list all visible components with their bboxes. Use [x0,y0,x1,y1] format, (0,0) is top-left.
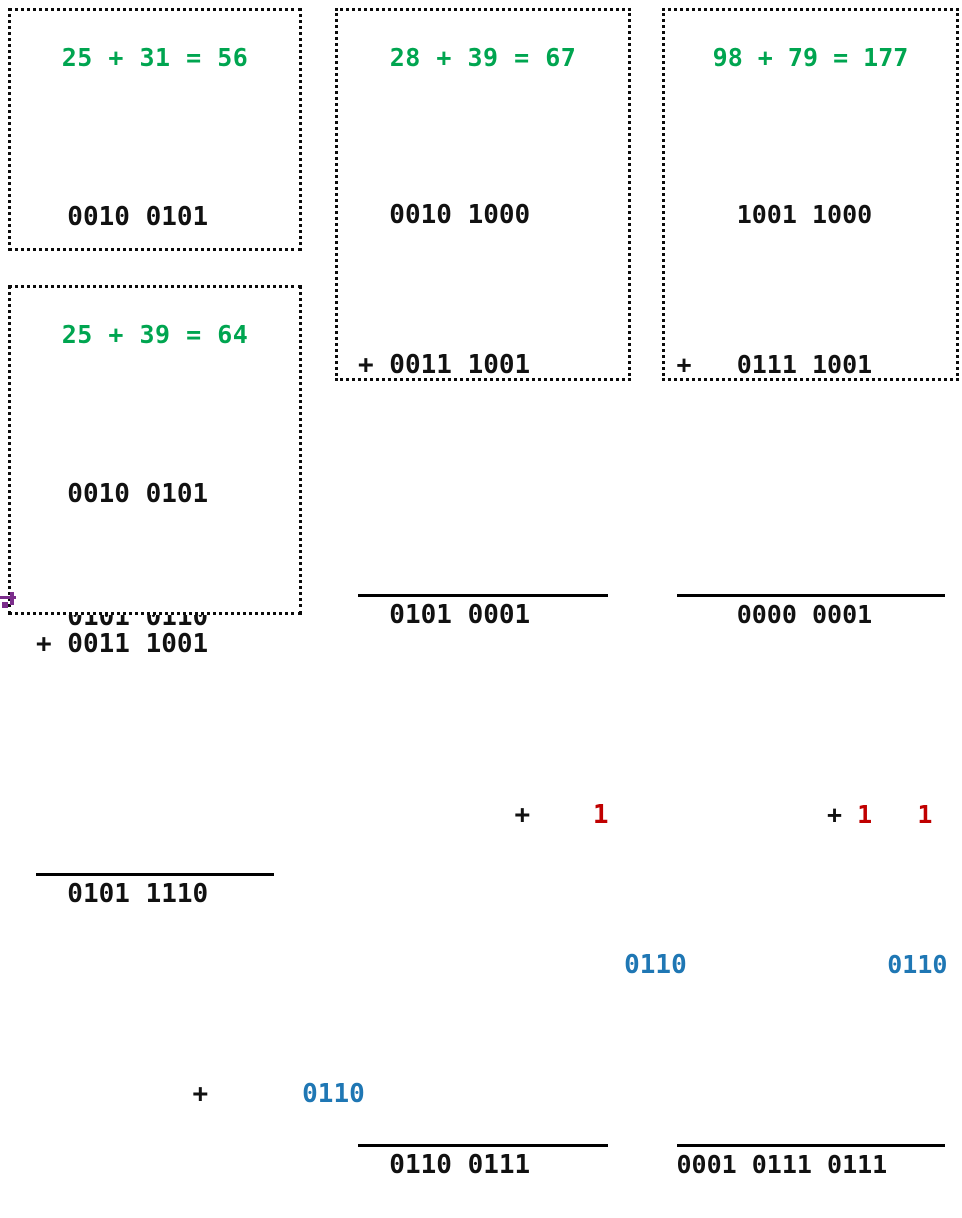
operand-b-row-3: + 0011 1001 [358,350,531,380]
carry-padding [546,800,593,830]
correction-row-3: 0110 [358,890,687,980]
example-box-1: 25 + 31 = 56 0010 0101 + 0011 0001 0101 … [8,8,302,632]
example-box-2: 25 + 39 = 64 0010 0101 + 0011 1001 0101 … [8,285,365,1109]
carry-padding [872,800,917,829]
correction-padding [224,1079,302,1109]
operand-a-row-4: 1001 1000 [676,200,873,229]
example-box-4-inner: 98 + 79 = 177 1001 1000 + 0111 1001 0000… [665,43,956,1179]
horizontal-rule [358,1144,608,1147]
carry-row-3: + 1 [358,740,609,830]
bcd-calculation-4: 1001 1000 + 0111 1001 0000 0001 + 1 1 01… [676,90,947,1218]
decimal-equation-3: 28 + 39 = 67 [389,43,577,72]
correction-padding [515,950,625,980]
operand-b-row-4: + 0111 1001 [676,350,873,379]
correction-value-4: 0110 0110 [887,950,948,979]
horizontal-rule [36,873,274,876]
final-result-row-4: 0001 0111 0111 [676,1150,888,1179]
horizontal-rule [676,594,945,597]
example-box-2-inner: 25 + 39 = 64 0010 0101 + 0011 1001 0101 … [11,320,365,1109]
sum-row-3: 0101 0001 [358,600,531,630]
example-box-3: 28 + 39 = 67 0010 1000 + 0011 1001 0101 … [335,8,687,1180]
operand-a-row-3: 0010 1000 [358,200,531,230]
sum-row-2: 0101 1110 [36,879,209,909]
correction-padding [827,950,887,979]
bcd-addition-board: 25 + 31 = 56 0010 0101 + 0011 0001 0101 … [0,8,959,1180]
example-box-4: 98 + 79 = 177 1001 1000 + 0111 1001 0000… [662,8,959,1179]
horizontal-rule [676,1144,945,1147]
example-box-3-inner: 28 + 39 = 67 0010 1000 + 0011 1001 0101 … [338,43,687,1180]
horizontal-rule [358,594,608,597]
example-box-1-inner: 25 + 31 = 56 0010 0101 + 0011 0001 0101 … [11,43,299,632]
carry-bit-4-low: 1 [917,800,933,829]
carry-row-4: + 1 1 [677,740,945,829]
sum-row-4: 0000 0001 [676,600,873,629]
carry-bit-4-high: 1 [857,800,873,829]
decimal-equation-4: 98 + 79 = 177 [712,43,909,72]
correction-value-2: 0110 [302,1079,365,1109]
plus-operator: + [514,800,546,830]
operand-a-row-2: 0010 0101 [36,479,209,509]
final-result-row-3: 0110 0111 [358,1150,531,1180]
operand-b-row-2: + 0011 1001 [36,629,209,659]
decimal-equation-1: 25 + 31 = 56 [61,43,249,72]
plus-operator: + [827,800,858,829]
correction-row-2: + 0110 [36,1019,365,1109]
bcd-calculation-3: 0010 1000 + 0011 1001 0101 0001 + 1 0110… [358,90,687,1218]
correction-row-4: 0110 0110 [677,890,947,979]
plus-operator: + [192,1079,224,1109]
bcd-calculation-2: 0010 0101 + 0011 1001 0101 1110 + 0110 0… [36,369,365,1218]
decimal-equation-2: 25 + 39 = 64 [61,320,249,349]
carry-bit-3: 1 [592,800,609,830]
operand-a-row-1: 0010 0101 [36,202,209,232]
